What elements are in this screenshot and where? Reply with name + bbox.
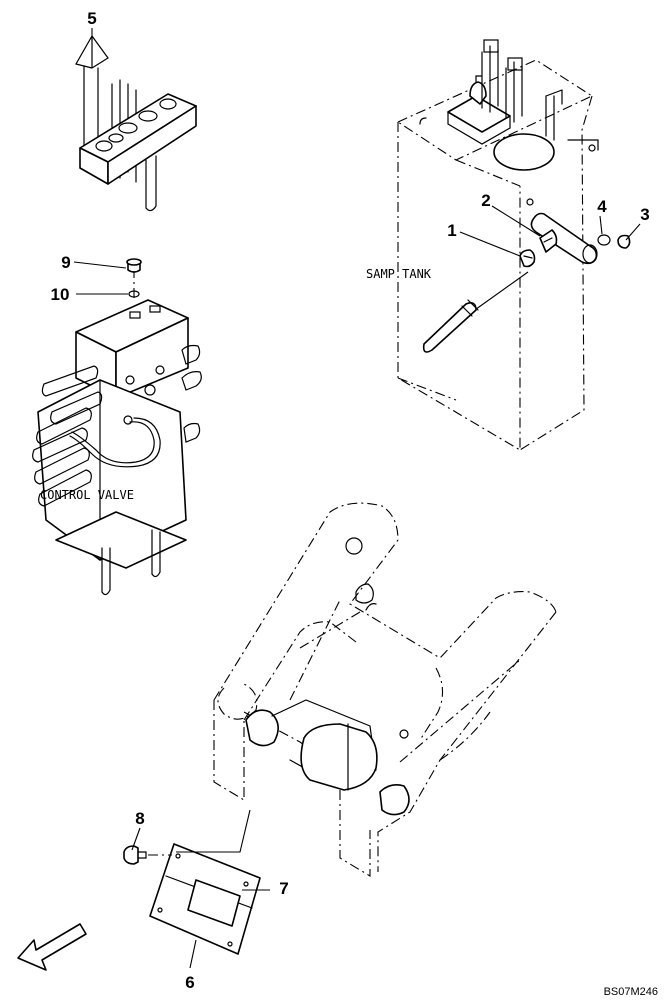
callout-7: 7: [279, 879, 288, 898]
control-valve: [32, 258, 202, 596]
callout-leaders: [73, 28, 641, 969]
callout-5: 5: [87, 9, 96, 28]
samp-tank-label: SAMP TANK: [366, 267, 432, 281]
callout-4: 4: [597, 197, 607, 216]
callout-3: 3: [640, 205, 649, 224]
callout-8: 8: [135, 809, 144, 828]
samp-tank: [396, 39, 631, 451]
callout-6: 6: [185, 973, 194, 992]
drawing-code: BS07M246: [604, 986, 658, 998]
callout-2: 2: [481, 191, 490, 210]
plate-assembly: [123, 809, 261, 955]
front-direction-arrow-icon: [17, 923, 87, 971]
boom-bracket: [213, 502, 557, 877]
callout-1: 1: [447, 221, 456, 240]
control-valve-label: CONTROL VALVE: [40, 488, 134, 502]
callout-10: 10: [51, 285, 70, 304]
callout-9: 9: [61, 253, 70, 272]
clamp-block-assembly: [75, 34, 197, 212]
